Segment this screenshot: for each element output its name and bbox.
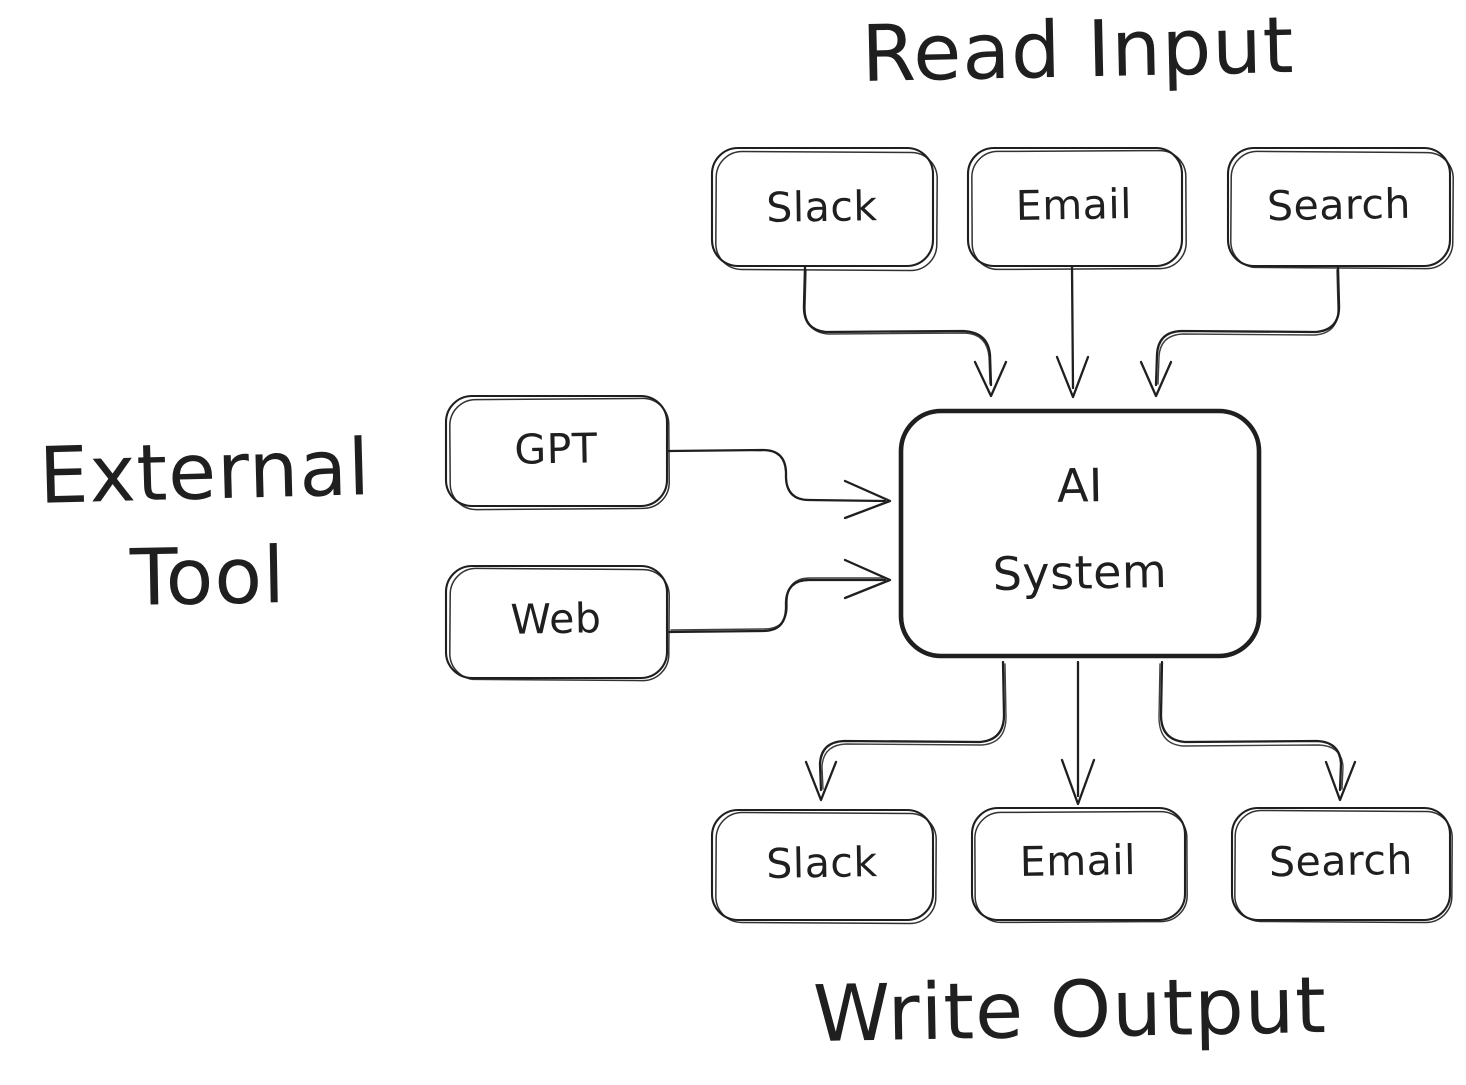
node-ai-system-label-line1: AI [1056,458,1103,513]
node-gpt-external-tool-box-sketch [449,397,670,511]
node-web-external-tool[interactable]: Web [444,564,670,682]
edge-search-in-to-ai-system [1139,265,1341,398]
node-search-read-input[interactable]: Search [1226,146,1454,270]
group-title-write-output: Write Output [812,961,1327,1060]
edge-ai-system-to-email-out [1060,660,1096,806]
edge-web-to-ai-system [667,558,892,634]
node-gpt-external-tool[interactable]: GPT [444,394,670,511]
edge-gpt-to-ai-system [667,448,892,520]
node-search-write-output-label: Search [1269,836,1414,887]
group-title-read-input: Read Input [861,1,1296,100]
node-gpt-external-tool-box[interactable] [444,394,669,508]
node-email-read-input-box[interactable] [966,146,1184,268]
group-title-external-tool-line2: Tool [128,531,286,624]
node-search-read-input-label: Search [1267,180,1412,231]
edge-ai-system-to-slack-out [804,660,1007,802]
node-email-write-output-box-sketch [974,810,1188,924]
node-slack-read-input-label: Slack [766,182,878,232]
node-email-read-input-label: Email [1015,180,1132,230]
node-search-read-input-box-sketch [1230,150,1454,270]
group-title-external-tool-line1: External [38,423,372,522]
node-email-write-output-label: Email [1019,836,1136,886]
node-slack-write-output-label: Slack [766,838,878,888]
edge-slack-in-to-ai-system [802,265,1008,398]
node-search-read-input-box[interactable] [1226,146,1452,268]
node-search-write-output-box[interactable] [1230,806,1452,922]
node-email-read-input-box-sketch [971,149,1187,271]
node-email-read-input[interactable]: Email [966,146,1187,271]
node-ai-system-label-line2: System [992,544,1167,601]
edge-email-in-to-ai-system [1055,264,1090,399]
node-web-external-tool-label: Web [510,594,602,644]
node-search-write-output-box-sketch [1234,809,1453,924]
node-ai-system-box[interactable] [898,408,1262,659]
edge-ai-system-to-search-out [1158,660,1357,802]
node-slack-write-output[interactable]: Slack [710,808,937,925]
node-slack-write-output-box-sketch [715,811,937,925]
node-slack-read-input-box[interactable] [710,146,935,268]
node-gpt-external-tool-label: GPT [514,424,598,473]
node-slack-write-output-box[interactable] [710,808,935,922]
node-email-write-output[interactable]: Email [970,806,1188,924]
node-slack-read-input-box-sketch [715,150,938,272]
node-web-external-tool-box-sketch [449,567,670,682]
node-slack-read-input[interactable]: Slack [710,146,938,272]
node-email-write-output-box[interactable] [970,806,1187,922]
node-web-external-tool-box[interactable] [444,564,669,680]
node-ai-system[interactable]: AI System [898,408,1262,659]
node-search-write-output[interactable]: Search [1230,806,1453,924]
